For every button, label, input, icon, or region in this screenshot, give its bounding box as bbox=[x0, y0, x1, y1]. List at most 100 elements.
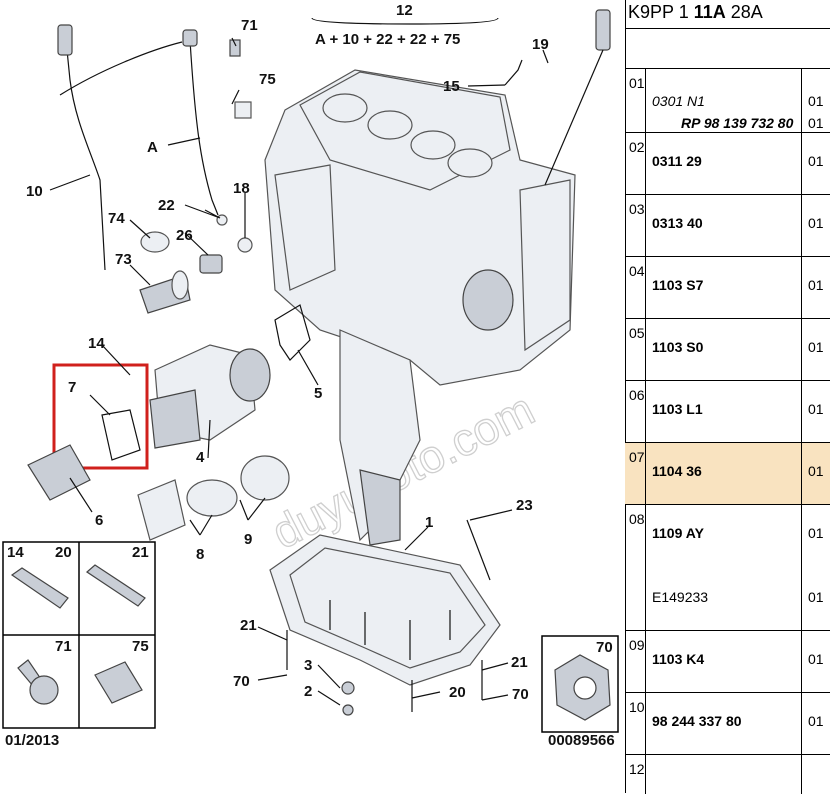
callout-1: 1 bbox=[425, 514, 433, 531]
panel-left-border bbox=[625, 0, 626, 793]
dipstick[interactable] bbox=[544, 9, 611, 186]
row-col-divider bbox=[801, 443, 802, 505]
part-reference[interactable]: 0313 40 bbox=[652, 215, 703, 231]
inset-label-14: 14 bbox=[7, 544, 24, 561]
part-reference[interactable]: 0311 29 bbox=[652, 153, 702, 169]
part-reference[interactable]: E149233 bbox=[652, 589, 709, 605]
part-reference[interactable]: 1109 AY bbox=[652, 525, 704, 541]
callout-18: 18 bbox=[233, 180, 250, 197]
part-row-09[interactable]: 09 1103 K4 01 bbox=[625, 630, 830, 693]
heat-exchanger[interactable] bbox=[27, 444, 91, 501]
row-index: 02 bbox=[629, 139, 645, 155]
fastener-inset-grid: 14 20 21 71 75 bbox=[2, 541, 156, 729]
dipstick-tube[interactable] bbox=[182, 29, 219, 216]
inset-label-20: 20 bbox=[55, 544, 72, 561]
exploded-parts-diagram: duyukoto.com bbox=[2, 2, 619, 749]
callout-2: 2 bbox=[304, 683, 312, 700]
oil-level-sensor[interactable] bbox=[466, 519, 491, 581]
part-row-05[interactable]: 05 1103 S0 01 bbox=[625, 318, 830, 381]
part-reference[interactable]: 1103 K4 bbox=[652, 651, 705, 667]
row-col-divider bbox=[645, 755, 646, 794]
part-quantity: 01 bbox=[808, 215, 824, 231]
part-quantity: 01 bbox=[808, 277, 824, 293]
row-col-divider bbox=[801, 381, 802, 443]
oil-filter-element[interactable] bbox=[137, 479, 238, 541]
parts-group-left[interactable] bbox=[139, 39, 523, 314]
engine-block[interactable] bbox=[264, 69, 576, 546]
stud-bolt-icon bbox=[86, 564, 146, 607]
row-col-divider bbox=[645, 69, 646, 133]
callout-3: 3 bbox=[304, 657, 312, 674]
oil-pan[interactable] bbox=[269, 534, 501, 686]
row-index: 12 bbox=[629, 761, 645, 777]
part-quantity: 01 bbox=[808, 525, 824, 541]
part-row-02[interactable]: 02 0311 29 01 bbox=[625, 132, 830, 195]
row-col-divider bbox=[801, 195, 802, 257]
reference-number: 00089566 bbox=[548, 732, 615, 749]
callout-21-right: 21 bbox=[511, 654, 528, 671]
callout-7: 7 bbox=[68, 379, 76, 396]
row-col-divider bbox=[801, 257, 802, 319]
callout-9: 9 bbox=[244, 531, 252, 548]
leader-lines bbox=[49, 17, 549, 706]
part-quantity: 01 bbox=[808, 589, 824, 605]
part-reference[interactable]: 98 244 337 80 bbox=[652, 713, 742, 729]
inset-label-21: 21 bbox=[132, 544, 149, 561]
row-col-divider bbox=[801, 69, 802, 133]
part-reference[interactable]: 1103 S7 bbox=[652, 277, 704, 293]
part-reference[interactable]: 1103 L1 bbox=[652, 401, 703, 417]
part-quantity: 01 bbox=[808, 153, 824, 169]
part-row-04[interactable]: 04 1103 S7 01 bbox=[625, 256, 830, 319]
callout-15: 15 bbox=[443, 78, 460, 95]
washer-icon bbox=[29, 675, 59, 705]
part-quantity: 01 bbox=[808, 401, 824, 417]
gasket[interactable] bbox=[274, 304, 311, 361]
row-index: 05 bbox=[629, 325, 645, 341]
callout-26: 26 bbox=[176, 227, 193, 244]
inset-label-70: 70 bbox=[596, 639, 613, 656]
part-quantity: 01 bbox=[808, 93, 824, 109]
row-index: 10 bbox=[629, 699, 645, 715]
callout-4: 4 bbox=[196, 449, 205, 466]
part-row-12[interactable]: 12 bbox=[625, 754, 830, 794]
row-index: 01 bbox=[629, 75, 645, 91]
part-reference[interactable]: 1103 S0 bbox=[652, 339, 704, 355]
row-col-divider bbox=[801, 755, 802, 794]
callout-6: 6 bbox=[95, 512, 103, 529]
row-index: 04 bbox=[629, 263, 645, 279]
row-index: 09 bbox=[629, 637, 645, 653]
pan-bolts[interactable] bbox=[286, 630, 483, 716]
callout-74: 74 bbox=[108, 210, 125, 227]
row-col-divider bbox=[801, 631, 802, 693]
part-reference[interactable]: 1104 36 bbox=[652, 463, 702, 479]
row-col-divider bbox=[801, 133, 802, 195]
oil-filter-cap[interactable] bbox=[240, 455, 290, 501]
callout-19: 19 bbox=[532, 36, 549, 53]
oil-filter-housing[interactable] bbox=[149, 344, 271, 449]
callout-21-left: 21 bbox=[240, 617, 257, 634]
row-col-divider bbox=[645, 195, 646, 257]
date-label: 01/2013 bbox=[5, 732, 59, 749]
title-code-tail: 28A bbox=[730, 2, 763, 22]
part-reference[interactable]: 0301 N1 bbox=[652, 93, 705, 109]
parts-list-panel: K9PP 1 11A 28A 01 0301 N1 01 RP 98 139 732 … bbox=[620, 0, 830, 794]
highlight-box-part-7[interactable] bbox=[52, 363, 149, 470]
row-col-divider bbox=[645, 133, 646, 195]
part-reference[interactable]: RP 98 139 732 80 bbox=[681, 115, 794, 131]
row-col-divider bbox=[801, 693, 802, 755]
callout-12: 12 bbox=[396, 2, 413, 19]
part-quantity: 01 bbox=[808, 339, 824, 355]
callout-12-formula: A + 10 + 22 + 22 + 75 bbox=[315, 31, 460, 48]
inset-label-75: 75 bbox=[132, 638, 149, 655]
row-col-divider bbox=[645, 693, 646, 755]
callout-70-left: 70 bbox=[233, 673, 250, 690]
sensor-cable[interactable] bbox=[57, 24, 183, 271]
part-quantity: 01 bbox=[808, 651, 824, 667]
engine-code-title: K9PP 1 11A 28A bbox=[628, 2, 763, 23]
